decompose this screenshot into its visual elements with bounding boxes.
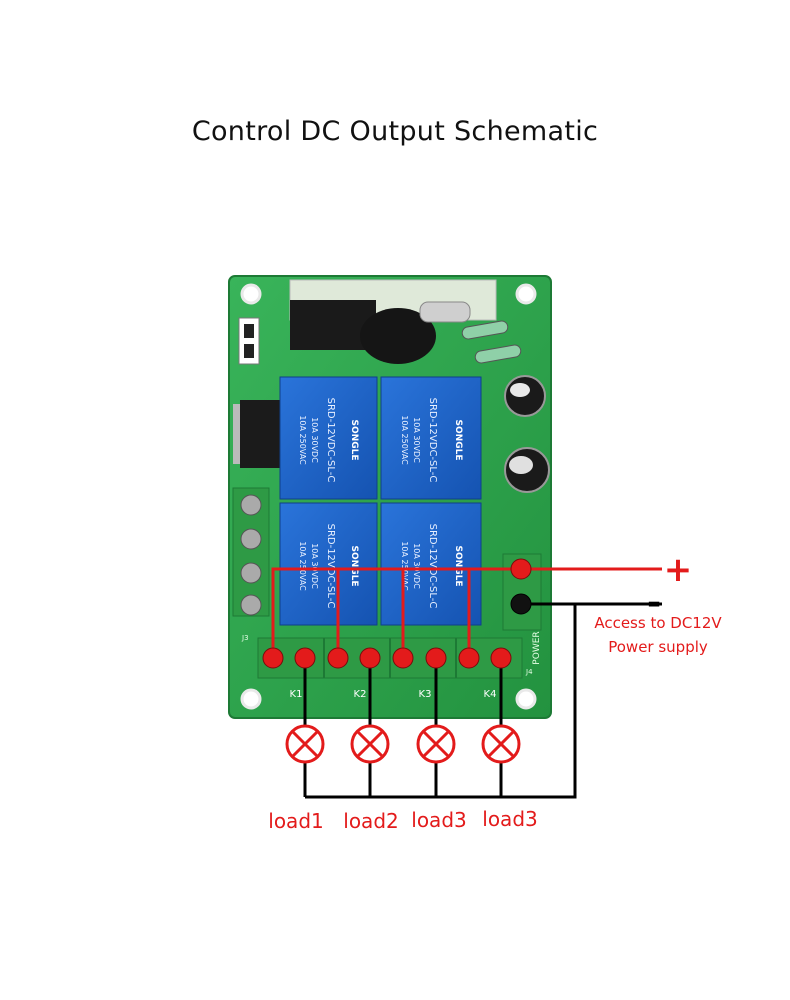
terminal-com4 xyxy=(458,647,480,669)
screw xyxy=(240,562,262,584)
relay-body xyxy=(279,376,378,500)
mounting-holes xyxy=(240,283,537,710)
capacitor-top xyxy=(509,456,533,474)
mounting-hole xyxy=(240,688,262,710)
jumper-cap xyxy=(244,324,254,338)
terminal-no1 xyxy=(294,647,316,669)
lamp-cross xyxy=(290,729,320,759)
positive-wiring xyxy=(271,567,662,659)
relay-1: SRD-12VDC-SL-C SONGLE 10A 250VAC 10A 30V… xyxy=(279,376,378,500)
connector-label: J4 xyxy=(525,668,533,676)
load-lamp-1 xyxy=(285,724,325,764)
relay-rating: 10A 30VDC xyxy=(412,543,421,589)
load-lamp-3 xyxy=(416,724,456,764)
terminal-com2 xyxy=(327,647,349,669)
power-positive-terminal xyxy=(510,558,532,580)
mounting-hole xyxy=(515,283,537,305)
relay-model: SRD-12VDC-SL-C xyxy=(427,524,438,609)
channel-label-k4: K4 xyxy=(484,689,497,700)
jumper-pins xyxy=(238,317,260,365)
relay-brand: SONGLE xyxy=(349,546,359,587)
capacitor-top xyxy=(510,383,530,397)
mounting-hole xyxy=(515,688,537,710)
relay-4: SRD-12VDC-SL-C SONGLE 10A 250VAC 10A 30V… xyxy=(380,502,482,626)
load-label-2: load2 xyxy=(343,809,398,833)
positive-bus-wire xyxy=(271,567,520,659)
screw xyxy=(240,494,262,516)
lamp-cross xyxy=(421,729,451,759)
lamp-cross xyxy=(486,729,516,759)
terminal-no2 xyxy=(359,647,381,669)
channel-label-k1: K1 xyxy=(290,689,303,700)
rf-receiver-module xyxy=(289,279,497,364)
loads xyxy=(285,724,521,764)
relay-body xyxy=(279,502,378,626)
relay-brand: SONGLE xyxy=(453,546,463,587)
relay-rating: 10A 30VDC xyxy=(310,417,319,463)
channel-labels: K1 K2 K3 K4 J3 J4 xyxy=(241,634,533,700)
relay-rating: 10A 30VDC xyxy=(412,417,421,463)
resistor xyxy=(461,320,509,340)
relay-rating: 10A 250VAC xyxy=(298,415,307,465)
power-note-line1: Access to DC12V xyxy=(594,614,722,632)
load-lamp-4 xyxy=(481,724,521,764)
relay-model: SRD-12VDC-SL-C xyxy=(427,398,438,483)
mounting-hole xyxy=(240,283,262,305)
relay-brand: SONGLE xyxy=(349,420,359,461)
relay-rating: 10A 30VDC xyxy=(310,543,319,589)
terminal-no4 xyxy=(490,647,512,669)
power-note-line2: Power supply xyxy=(608,638,708,656)
terminal-com1 xyxy=(262,647,284,669)
load-label-1: load1 xyxy=(268,809,323,833)
load-label-4: load3 xyxy=(482,807,537,831)
relay-rating: 10A 250VAC xyxy=(298,541,307,591)
screw xyxy=(240,528,262,550)
connector-label: J3 xyxy=(241,634,249,642)
relay-model: SRD-12VDC-SL-C xyxy=(325,398,336,483)
relay-brand: SONGLE xyxy=(453,420,463,461)
load-lamp-2 xyxy=(350,724,390,764)
diagram-title: Control DC Output Schematic xyxy=(191,116,599,147)
left-terminal-block xyxy=(232,487,270,617)
power-label: POWER xyxy=(532,631,542,664)
negative-return-wire xyxy=(305,604,577,799)
relay-rating: 10A 250VAC xyxy=(400,415,409,465)
relay-rating: 10A 250VAC xyxy=(400,541,409,591)
positive-sign: + xyxy=(664,550,693,590)
relay-body xyxy=(380,502,482,626)
ic-body xyxy=(240,400,282,468)
capacitors xyxy=(504,375,550,493)
load-labels: load1 load2 load3 load3 xyxy=(268,807,537,833)
jumper-cap xyxy=(244,344,254,358)
relay-model: SRD-12VDC-SL-C xyxy=(325,524,336,609)
resistors xyxy=(461,320,522,364)
channel-label-k3: K3 xyxy=(419,689,432,700)
terminal-points xyxy=(262,558,532,669)
antenna-coil xyxy=(360,308,436,364)
relay-2: SRD-12VDC-SL-C SONGLE 10A 250VAC 10A 30V… xyxy=(380,376,482,500)
screw xyxy=(240,594,262,616)
resistor xyxy=(474,344,522,364)
power-negative-terminal xyxy=(510,593,532,615)
lamp-cross xyxy=(355,729,385,759)
terminal-no3 xyxy=(425,647,447,669)
relay-3: SRD-12VDC-SL-C SONGLE 10A 250VAC 10A 30V… xyxy=(279,502,378,626)
channel-label-k2: K2 xyxy=(354,689,367,700)
negative-sign: - xyxy=(647,583,661,623)
crystal xyxy=(419,301,471,323)
load-label-3: load3 xyxy=(411,808,466,832)
ic-pins xyxy=(233,404,240,464)
terminal-com3 xyxy=(392,647,414,669)
relay-body xyxy=(380,376,482,500)
